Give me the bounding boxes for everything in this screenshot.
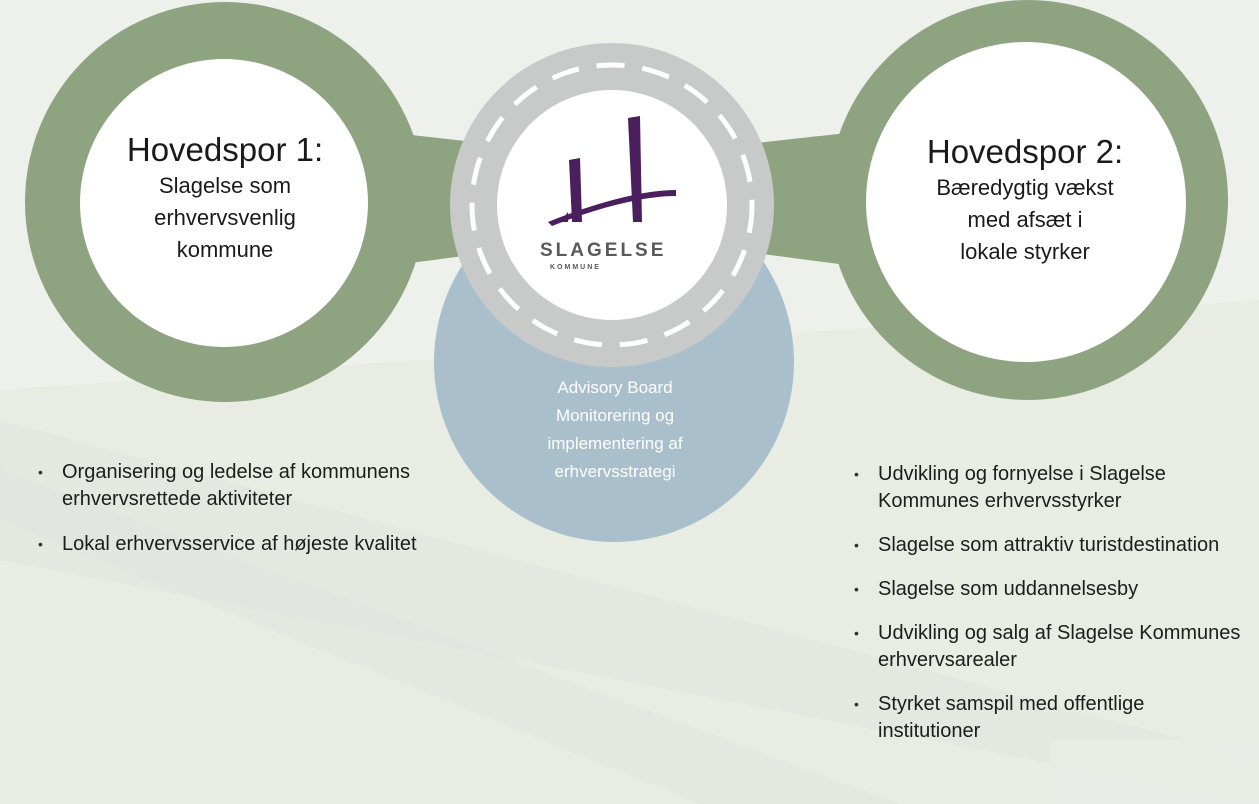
advisory-line-3: implementering af <box>547 434 683 453</box>
right-circle-line-3: lokale styrker <box>960 239 1090 264</box>
advisory-text: Advisory Board Monitorering og implement… <box>490 374 740 486</box>
left-circle-text: Hovedspor 1: Slagelse som erhvervsvenlig… <box>80 130 370 266</box>
logo-name: SLAGELSE <box>540 240 667 261</box>
advisory-line-4: erhvervsstrategi <box>554 462 676 481</box>
left-circle-inner <box>80 59 368 347</box>
list-item: Udvikling og fornyelse i Slagelse Kommun… <box>852 461 1247 515</box>
right-bullet-list: Udvikling og fornyelse i Slagelse Kommun… <box>852 461 1247 762</box>
list-item: Organisering og ledelse af kommunens erh… <box>36 459 426 513</box>
left-circle-line-3: kommune <box>176 237 274 262</box>
right-circle-line-1: Bæredygtig vækst <box>936 175 1114 200</box>
list-item: Slagelse som uddannelsesby <box>852 576 1247 603</box>
left-circle-title: Hovedspor 1: <box>126 131 324 168</box>
right-circle-line-2: med afsæt i <box>967 207 1083 232</box>
right-circle-title: Hovedspor 2: <box>926 133 1124 170</box>
logo-subtitle: KOMMUNE <box>550 264 601 271</box>
bridge-logo-icon <box>548 116 676 226</box>
advisory-line-1: Advisory Board <box>557 378 673 397</box>
list-item: Lokal erhvervsservice af højeste kvalite… <box>36 531 426 558</box>
right-circle-inner <box>866 42 1186 362</box>
list-item: Udvikling og salg af Slagelse Kommunes e… <box>852 620 1247 674</box>
logo-wordmark: SLAGELSE KOMMUNE <box>540 240 688 271</box>
advisory-line-2: Monitorering og <box>555 406 675 425</box>
left-circle-line-1: Slagelse som <box>158 173 292 198</box>
list-item: Styrket samspil med offentlige instituti… <box>852 691 1247 745</box>
right-circle-text: Hovedspor 2: Bæredygtig vækst med afsæt … <box>875 132 1175 268</box>
left-bullet-list: Organisering og ledelse af kommunens erh… <box>36 459 426 576</box>
left-circle-line-2: erhvervsvenlig <box>154 205 296 230</box>
list-item: Slagelse som attraktiv turistdestination <box>852 532 1247 559</box>
